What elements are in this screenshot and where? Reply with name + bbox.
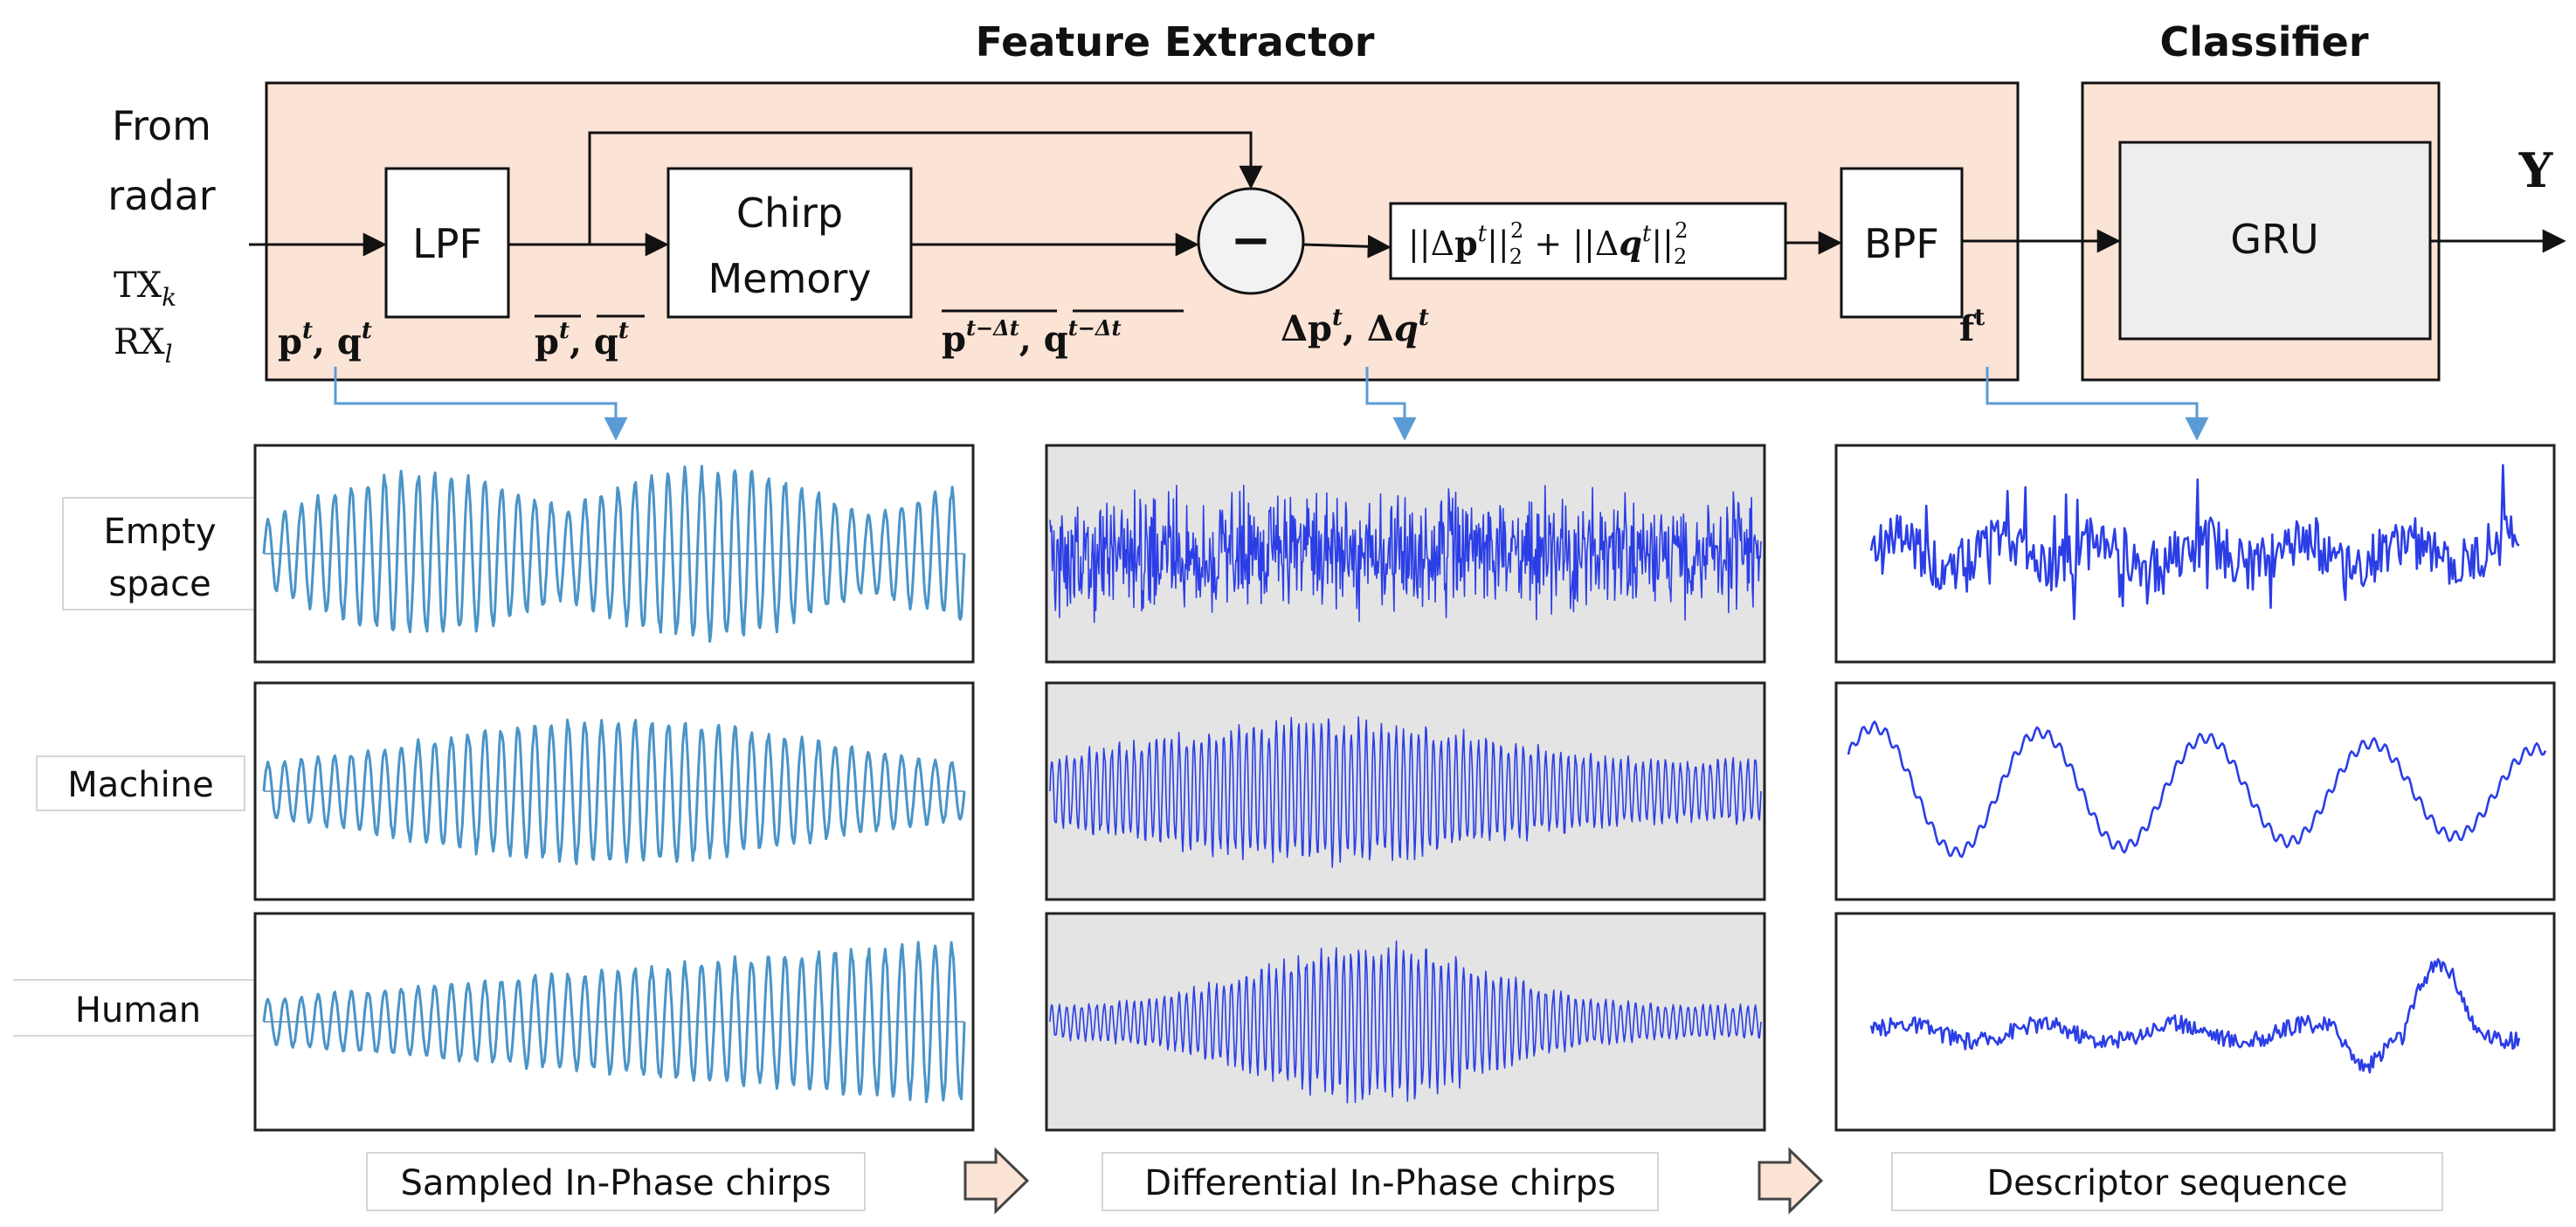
waveform-empty-descriptor [1869, 464, 2520, 621]
waveform-empty-sampled [262, 465, 966, 643]
chirp-memory-label-1: Chirp [736, 190, 843, 237]
flow-arrow-2 [1758, 1147, 1824, 1215]
waveform-layer [262, 464, 2547, 1104]
row-label-empty-box [62, 497, 258, 610]
row-label-machine: Machine [67, 765, 213, 805]
row-label-machine-box [36, 755, 245, 811]
caption-descriptor-box [1891, 1152, 2443, 1211]
gru-label: GRU [2230, 216, 2318, 263]
signal-lpf-out: pt, qt [535, 318, 629, 362]
connector-differential [1365, 367, 1417, 441]
classifier-title: Classifier [2159, 18, 2368, 65]
waveform-human-differential [1049, 940, 1762, 1104]
caption-sampled: Sampled In-Phase chirps [401, 1163, 832, 1203]
gru-block [2118, 141, 2432, 341]
arrow-subtract-to-norm [1302, 234, 1392, 258]
signal-pq: pt, qt [278, 318, 372, 362]
output-label: Y [2518, 142, 2554, 198]
tx-label: TXk [114, 265, 176, 312]
row-label-human: Human [75, 990, 201, 1031]
waveform-machine-differential [1049, 716, 1762, 868]
row-label-empty-1: Empty [104, 512, 217, 552]
norm-formula: ||Δpt||22 + ||Δqt||22 [1408, 218, 1689, 269]
plot-frame-machine-descriptor [1834, 681, 2556, 901]
bpf-block [1840, 167, 1964, 319]
feature-extractor-title: Feature Extractor [976, 18, 1375, 65]
connector-descriptor [1986, 367, 2209, 441]
lpf-label: LPF [412, 220, 482, 267]
caption-descriptor: Descriptor sequence [1986, 1163, 2347, 1203]
bpf-label: BPF [1864, 220, 1939, 267]
connector-sampled [334, 367, 628, 441]
input-label-from: From [112, 102, 211, 149]
signal-difference: Δpt, Δqt [1281, 305, 1429, 349]
caption-sampled-box [366, 1152, 866, 1211]
rx-label: RXl [114, 322, 173, 369]
waveform-machine-sampled [262, 718, 966, 865]
waveform-machine-descriptor [1847, 720, 2547, 858]
subtract-symbol: − [1231, 212, 1272, 269]
norm-block [1389, 202, 1787, 280]
flow-arrow-1 [963, 1147, 1030, 1215]
waveform-human-sampled [262, 941, 966, 1104]
waveform-empty-differential [1049, 484, 1762, 624]
signal-memory-out: pt−Δt, qt−Δt [942, 315, 1122, 360]
chirp-memory-block [666, 167, 913, 319]
chirp-memory-label-2: Memory [708, 255, 871, 302]
arrow-bypass-to-subtract [588, 131, 1263, 245]
signal-descriptor: ft [1959, 305, 1985, 349]
row-label-empty-2: space [108, 564, 211, 604]
input-label-radar: radar [107, 172, 215, 219]
lpf-block [384, 167, 510, 319]
caption-differential-box [1102, 1152, 1659, 1211]
caption-differential: Differential In-Phase chirps [1144, 1163, 1616, 1203]
waveform-human-descriptor [1869, 958, 2521, 1074]
